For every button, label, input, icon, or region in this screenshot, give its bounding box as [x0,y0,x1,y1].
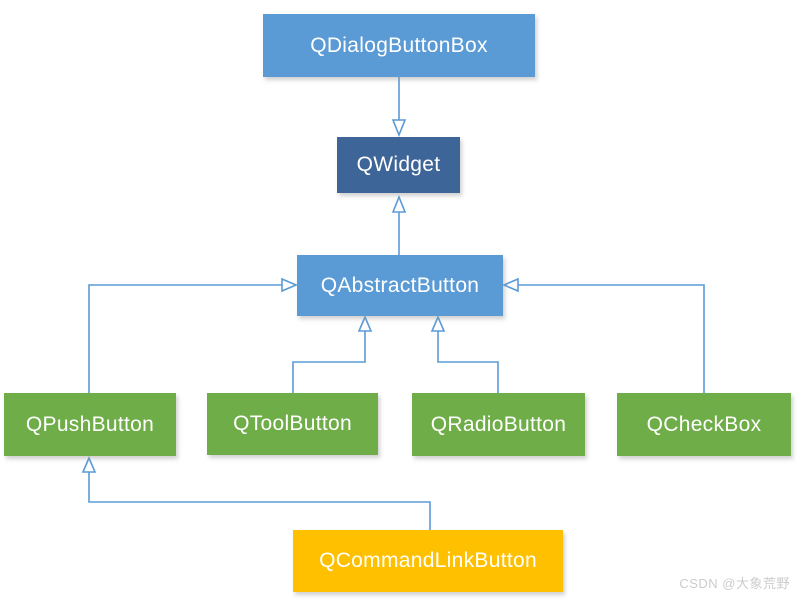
node-qcommandlinkbutton: QCommandLinkButton [293,530,563,592]
node-qpushbutton: QPushButton [4,393,176,456]
arrowhead-up-qabstractbutton-bottom-left [357,314,373,332]
node-qcheckbox: QCheckBox [617,393,791,456]
csdn-watermark: CSDN @大象荒野 [679,576,790,591]
node-qabstractbutton: QAbstractButton [297,255,503,316]
arrowhead-right-qabstractbutton-left [281,277,299,293]
arrowhead-left-qabstractbutton-right [501,277,519,293]
arrowhead-up-qabstractbutton-bottom-right [430,314,446,332]
edge-qtoolbutton-qabstractbutton [292,331,366,393]
arrowhead-up-qpushbutton-bottom [81,455,97,473]
edge-qpushbutton-qabstractbutton [88,284,282,393]
edge-qradiobutton-qabstractbutton [437,331,499,393]
edge-qcheckbox-qabstractbutton [518,284,705,393]
node-qradiobutton: QRadioButton [412,393,585,456]
node-qdialogbuttonbox: QDialogButtonBox [263,14,535,77]
node-qwidget: QWidget [337,137,460,193]
arrowhead-up-qwidget-bottom [391,194,407,213]
node-qtoolbutton: QToolButton [207,393,378,455]
arrowhead-down-qwidget-top [391,119,407,138]
edge-qcommandlinkbutton-qpushbutton [88,472,431,530]
